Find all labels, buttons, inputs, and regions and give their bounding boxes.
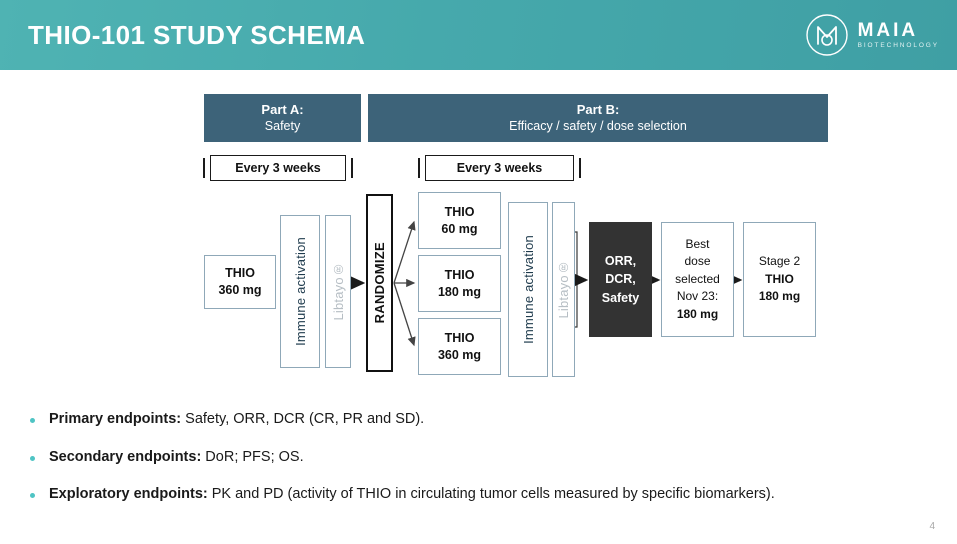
flow-box-stage-2: Stage 2 THIO 180 mg: [743, 222, 816, 337]
stage2-line3: 180 mg: [758, 289, 801, 304]
flow-box-text: Best dose selected Nov 23: 180 mg: [675, 236, 720, 323]
endpoint-rest: PK and PD (activity of THIO in circulati…: [207, 486, 775, 503]
flow-bar-libtayo-1: Libtayo®: [325, 215, 351, 368]
endpoint-rest: DoR; PFS; OS.: [201, 448, 304, 465]
bracket-right-cap: [351, 158, 353, 178]
dose-3-line2: 360 mg: [437, 347, 482, 362]
orr-line1: ORR,: [604, 254, 637, 269]
immune-activation-label: Immune activation: [520, 235, 536, 344]
bracket-body: Every 3 weeks: [210, 155, 346, 181]
dose-1-line1: THIO: [444, 204, 475, 219]
part-a-subtitle: Safety: [264, 119, 301, 134]
flow-bar-immune-activation-1: Immune activation: [280, 215, 320, 368]
best-dose-line5: 180 mg: [676, 306, 719, 321]
dosing-interval-bracket-part-b: Every 3 weeks: [418, 155, 581, 181]
flow-box-best-dose: Best dose selected Nov 23: 180 mg: [661, 222, 734, 337]
brand-name: MAIA: [857, 19, 919, 41]
flow-box-text: THIO 360 mg: [438, 330, 481, 364]
best-dose-line2: dose: [684, 254, 711, 269]
list-item: Primary endpoints: Safety, ORR, DCR (CR,…: [30, 410, 920, 430]
randomize-label: RANDOMIZE: [372, 242, 387, 324]
part-b-title: Part B:: [576, 101, 620, 117]
list-item: Secondary endpoints: DoR; PFS; OS.: [30, 448, 920, 468]
endpoint-lead: Secondary endpoints:: [49, 448, 202, 465]
bracket-right-cap: [579, 158, 581, 178]
libtayo-label: Libtayo®: [330, 262, 346, 321]
brand-logo: MAIA BIOTECHNOLOGY: [805, 13, 939, 57]
immune-activation-label: Immune activation: [292, 237, 308, 346]
libtayo-label: Libtayo®: [556, 260, 571, 319]
part-a-banner: Part A: Safety: [204, 94, 361, 142]
bracket-label: Every 3 weeks: [235, 161, 321, 175]
dose-1-line2: 60 mg: [441, 221, 478, 236]
maia-monogram-icon: [805, 14, 848, 56]
flow-box-thio-start: THIO 360 mg: [204, 255, 276, 309]
slide-header: THIO-101 STUDY SCHEMA MAIA BIOTECHNOLOGY: [0, 0, 957, 70]
endpoint-rest: Safety, ORR, DCR (CR, PR and SD).: [181, 411, 425, 427]
flow-box-orr-dcr-safety: ORR, DCR, Safety: [589, 222, 652, 337]
thio-start-line1: THIO: [225, 266, 255, 281]
brand-tagline: BIOTECHNOLOGY: [857, 41, 939, 49]
bracket-left-cap: [203, 158, 205, 178]
dose-2-line1: THIO: [444, 267, 475, 282]
flow-box-randomize: RANDOMIZE: [366, 194, 393, 372]
endpoints-list: Primary endpoints: Safety, ORR, DCR (CR,…: [30, 410, 920, 523]
endpoint-lead: Exploratory endpoints:: [49, 486, 208, 503]
brand-wordmark: MAIA BIOTECHNOLOGY: [858, 21, 939, 50]
endpoint-text: Exploratory endpoints: PK and PD (activi…: [49, 485, 775, 505]
flow-box-text: THIO 360 mg: [218, 265, 261, 299]
stage2-line2: THIO: [765, 271, 794, 286]
page-number: 4: [929, 521, 935, 532]
bracket-body: Every 3 weeks: [425, 155, 574, 181]
part-b-banner: Part B: Efficacy / safety / dose selecti…: [368, 94, 828, 142]
best-dose-line1: Best: [685, 237, 710, 252]
bullet-dot-icon: [30, 455, 35, 461]
stage2-line1: Stage 2: [758, 254, 801, 269]
list-item: Exploratory endpoints: PK and PD (activi…: [30, 485, 920, 505]
bracket-label: Every 3 weeks: [456, 161, 543, 175]
bullet-dot-icon: [30, 493, 35, 499]
flow-box-text: Stage 2 THIO 180 mg: [759, 253, 800, 305]
thio-start-line2: 360 mg: [218, 283, 262, 297]
best-dose-line3: selected: [675, 271, 720, 286]
flow-box-text: THIO 60 mg: [441, 204, 477, 238]
endpoint-text: Primary endpoints: Safety, ORR, DCR (CR,…: [49, 410, 424, 430]
page-title: THIO-101 STUDY SCHEMA: [28, 20, 366, 50]
orr-line2: DCR,: [605, 272, 636, 287]
flow-box-dose-arm-2: THIO 180 mg: [418, 255, 501, 312]
flow-box-text: ORR, DCR, Safety: [602, 252, 640, 306]
flow-box-text: THIO 180 mg: [438, 267, 481, 301]
dose-3-line1: THIO: [444, 330, 475, 345]
bullet-dot-icon: [30, 418, 35, 423]
dose-2-line2: 180 mg: [437, 284, 482, 299]
part-a-title: Part A:: [261, 101, 304, 117]
endpoint-lead: Primary endpoints:: [49, 411, 182, 427]
flow-bar-libtayo-2: Libtayo®: [552, 202, 575, 377]
flow-box-dose-arm-1: THIO 60 mg: [418, 192, 501, 249]
endpoint-text: Secondary endpoints: DoR; PFS; OS.: [49, 448, 304, 468]
bracket-left-cap: [418, 158, 420, 178]
flow-box-dose-arm-3: THIO 360 mg: [418, 318, 501, 375]
best-dose-line4: Nov 23:: [676, 289, 719, 304]
flow-bar-immune-activation-2: Immune activation: [508, 202, 548, 377]
part-b-subtitle: Efficacy / safety / dose selection: [509, 119, 687, 134]
dosing-interval-bracket-part-a: Every 3 weeks: [203, 155, 353, 181]
orr-line3: Safety: [601, 290, 640, 305]
